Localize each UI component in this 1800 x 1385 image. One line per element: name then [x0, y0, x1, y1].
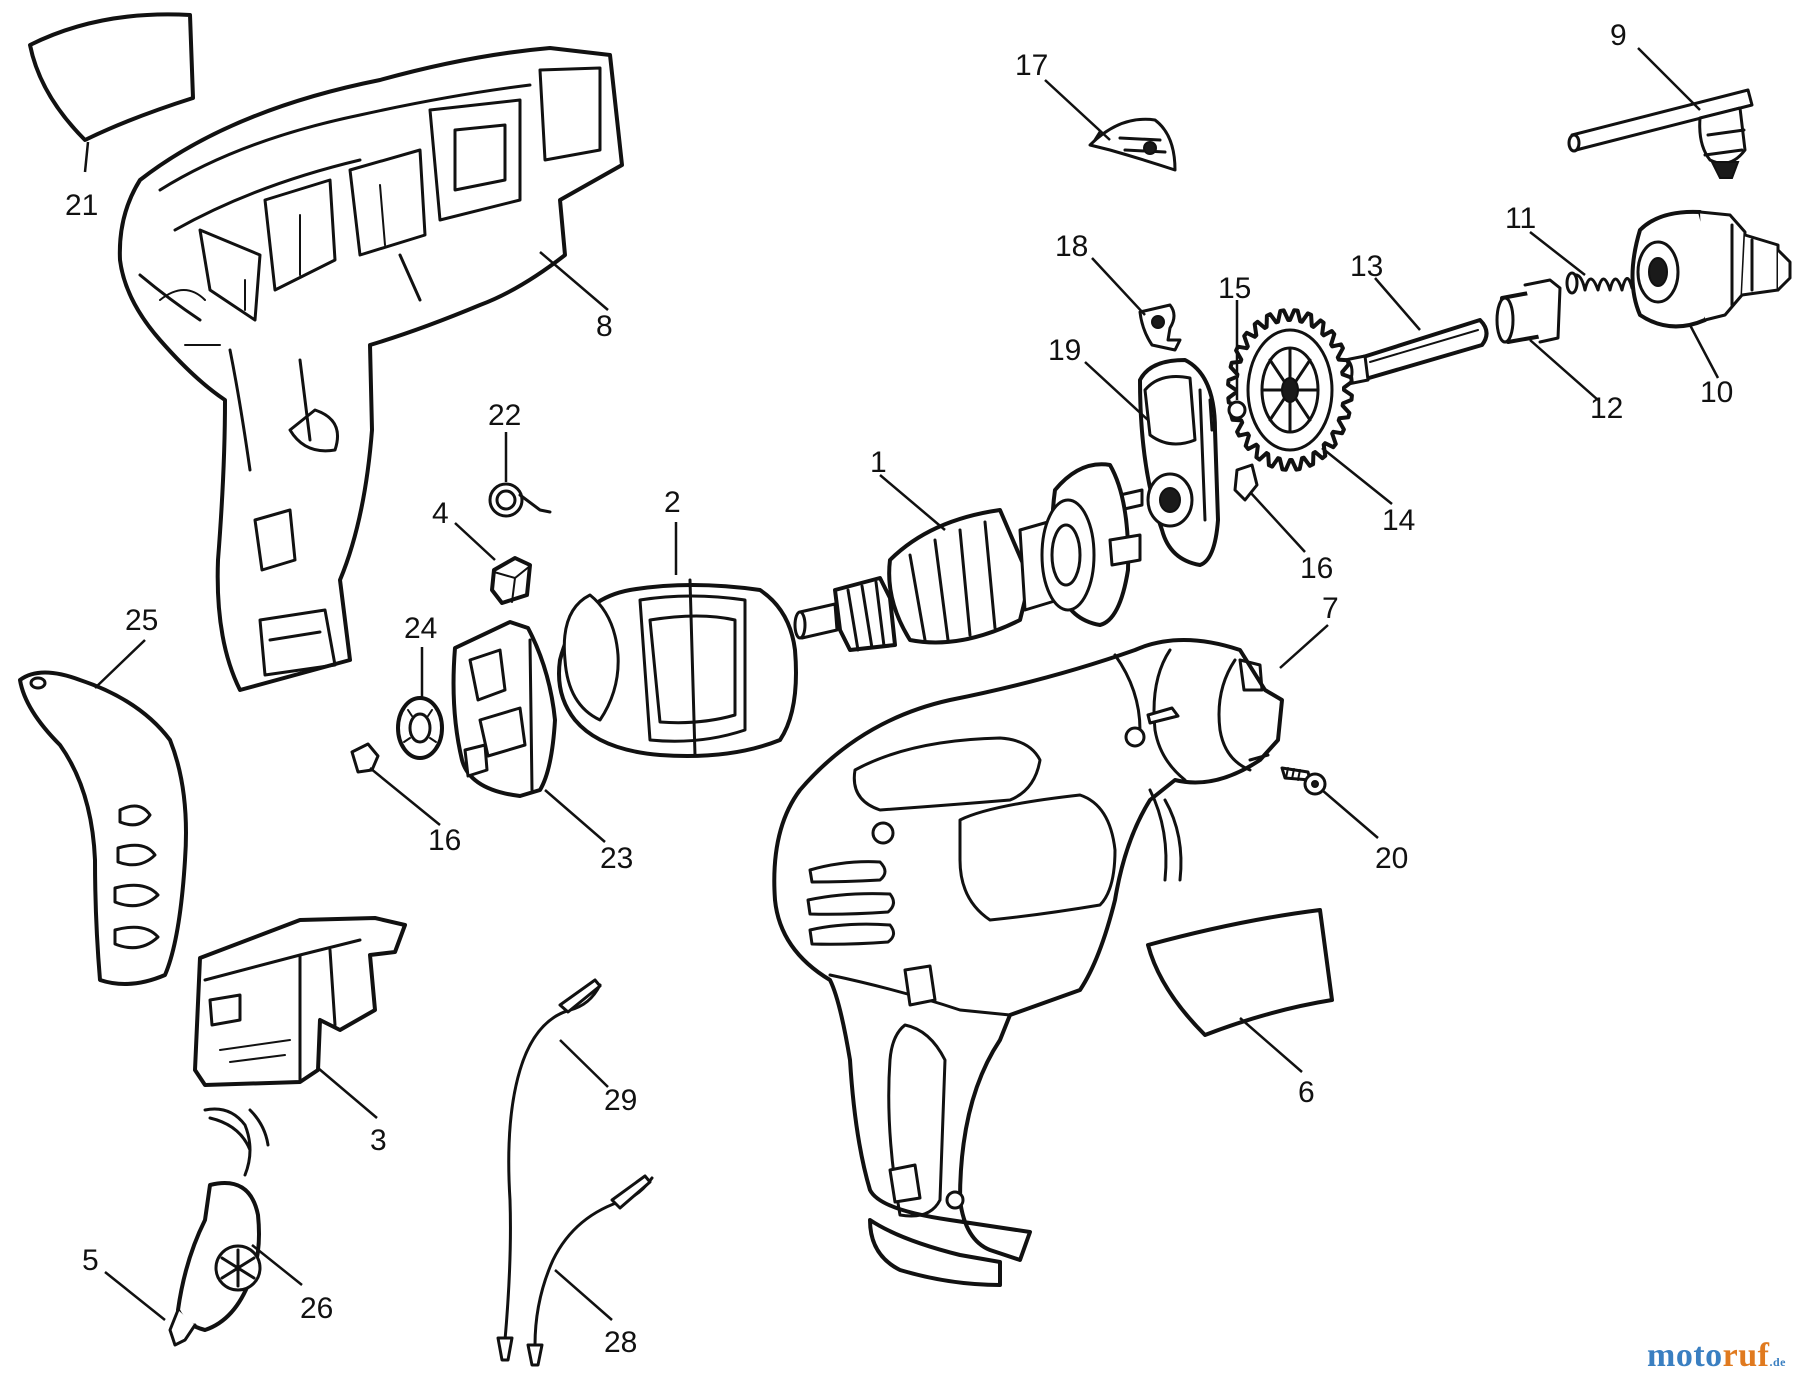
part-15-ball	[1227, 400, 1247, 420]
part-24-bearing	[396, 696, 444, 760]
callout-4: 4	[432, 497, 449, 530]
part-20-screw	[1280, 766, 1327, 796]
callout-16-left: 16	[428, 824, 461, 857]
callout-26: 26	[300, 1292, 333, 1325]
callout-16-right: 16	[1300, 552, 1333, 585]
part-25-grip-cover	[18, 670, 188, 986]
callout-28: 28	[604, 1326, 637, 1359]
callout-7: 7	[1322, 592, 1339, 625]
callout-22: 22	[488, 399, 521, 432]
watermark-part-moto: moto	[1647, 1337, 1723, 1374]
watermark-logo: motoruf.de	[1647, 1337, 1786, 1375]
part-18-clip	[1138, 303, 1182, 352]
callout-labels: 21 8 17 9 11 10 18 15 13 12 19 14 22 1 2…	[65, 19, 1733, 1359]
part-23-brush-holder	[451, 620, 557, 798]
callout-5: 5	[82, 1244, 99, 1277]
part-28-wire	[526, 1174, 654, 1367]
part-6-label-plate	[1146, 908, 1334, 1037]
part-11-spring	[1565, 271, 1634, 295]
part-19-gear-plate	[1118, 358, 1220, 567]
part-7-housing-assembly	[772, 638, 1284, 1287]
callout-1: 1	[870, 446, 887, 479]
watermark-part-ruf: ruf	[1722, 1337, 1770, 1374]
callout-18: 18	[1055, 230, 1088, 263]
callout-23: 23	[600, 842, 633, 875]
callout-17: 17	[1015, 49, 1048, 82]
callout-11: 11	[1505, 202, 1536, 235]
part-2-field-stator	[557, 578, 798, 758]
part-21-label-plate	[28, 12, 195, 142]
leader-lines	[83, 47, 1720, 1321]
part-12-sleeve	[1495, 278, 1562, 344]
callout-9: 9	[1610, 19, 1627, 52]
callout-19: 19	[1048, 334, 1081, 367]
callout-12: 12	[1590, 392, 1623, 425]
callout-13: 13	[1350, 250, 1383, 283]
callout-15: 15	[1218, 272, 1251, 305]
part-10-chuck	[1630, 209, 1792, 329]
callout-6: 6	[1298, 1076, 1315, 1109]
part-13-spindle	[1338, 318, 1489, 386]
callout-29: 29	[604, 1084, 637, 1117]
part-8-housing-half	[117, 46, 624, 692]
part-29-wire	[496, 978, 602, 1362]
callout-3: 3	[370, 1124, 387, 1157]
callout-2: 2	[664, 486, 681, 519]
part-9-chuck-key	[1567, 88, 1754, 179]
part-22-brush-spring	[488, 482, 552, 518]
part-14-gear	[1226, 308, 1354, 472]
watermark-part-domain: .de	[1769, 1355, 1786, 1369]
part-1-armature	[793, 462, 1142, 652]
part-16-key-left	[350, 742, 380, 774]
callout-14: 14	[1382, 504, 1415, 537]
callout-21: 21	[65, 189, 98, 222]
part-5-cord-26-strain-relief	[168, 1107, 270, 1347]
callout-25: 25	[125, 604, 158, 637]
part-17-switch-lever	[1088, 117, 1177, 172]
callout-20: 20	[1375, 842, 1408, 875]
part-4-carbon-brush	[490, 556, 532, 605]
part-3-switch	[193, 916, 407, 1087]
callout-10: 10	[1700, 376, 1733, 409]
callout-24: 24	[404, 612, 437, 645]
callout-8: 8	[596, 310, 613, 343]
